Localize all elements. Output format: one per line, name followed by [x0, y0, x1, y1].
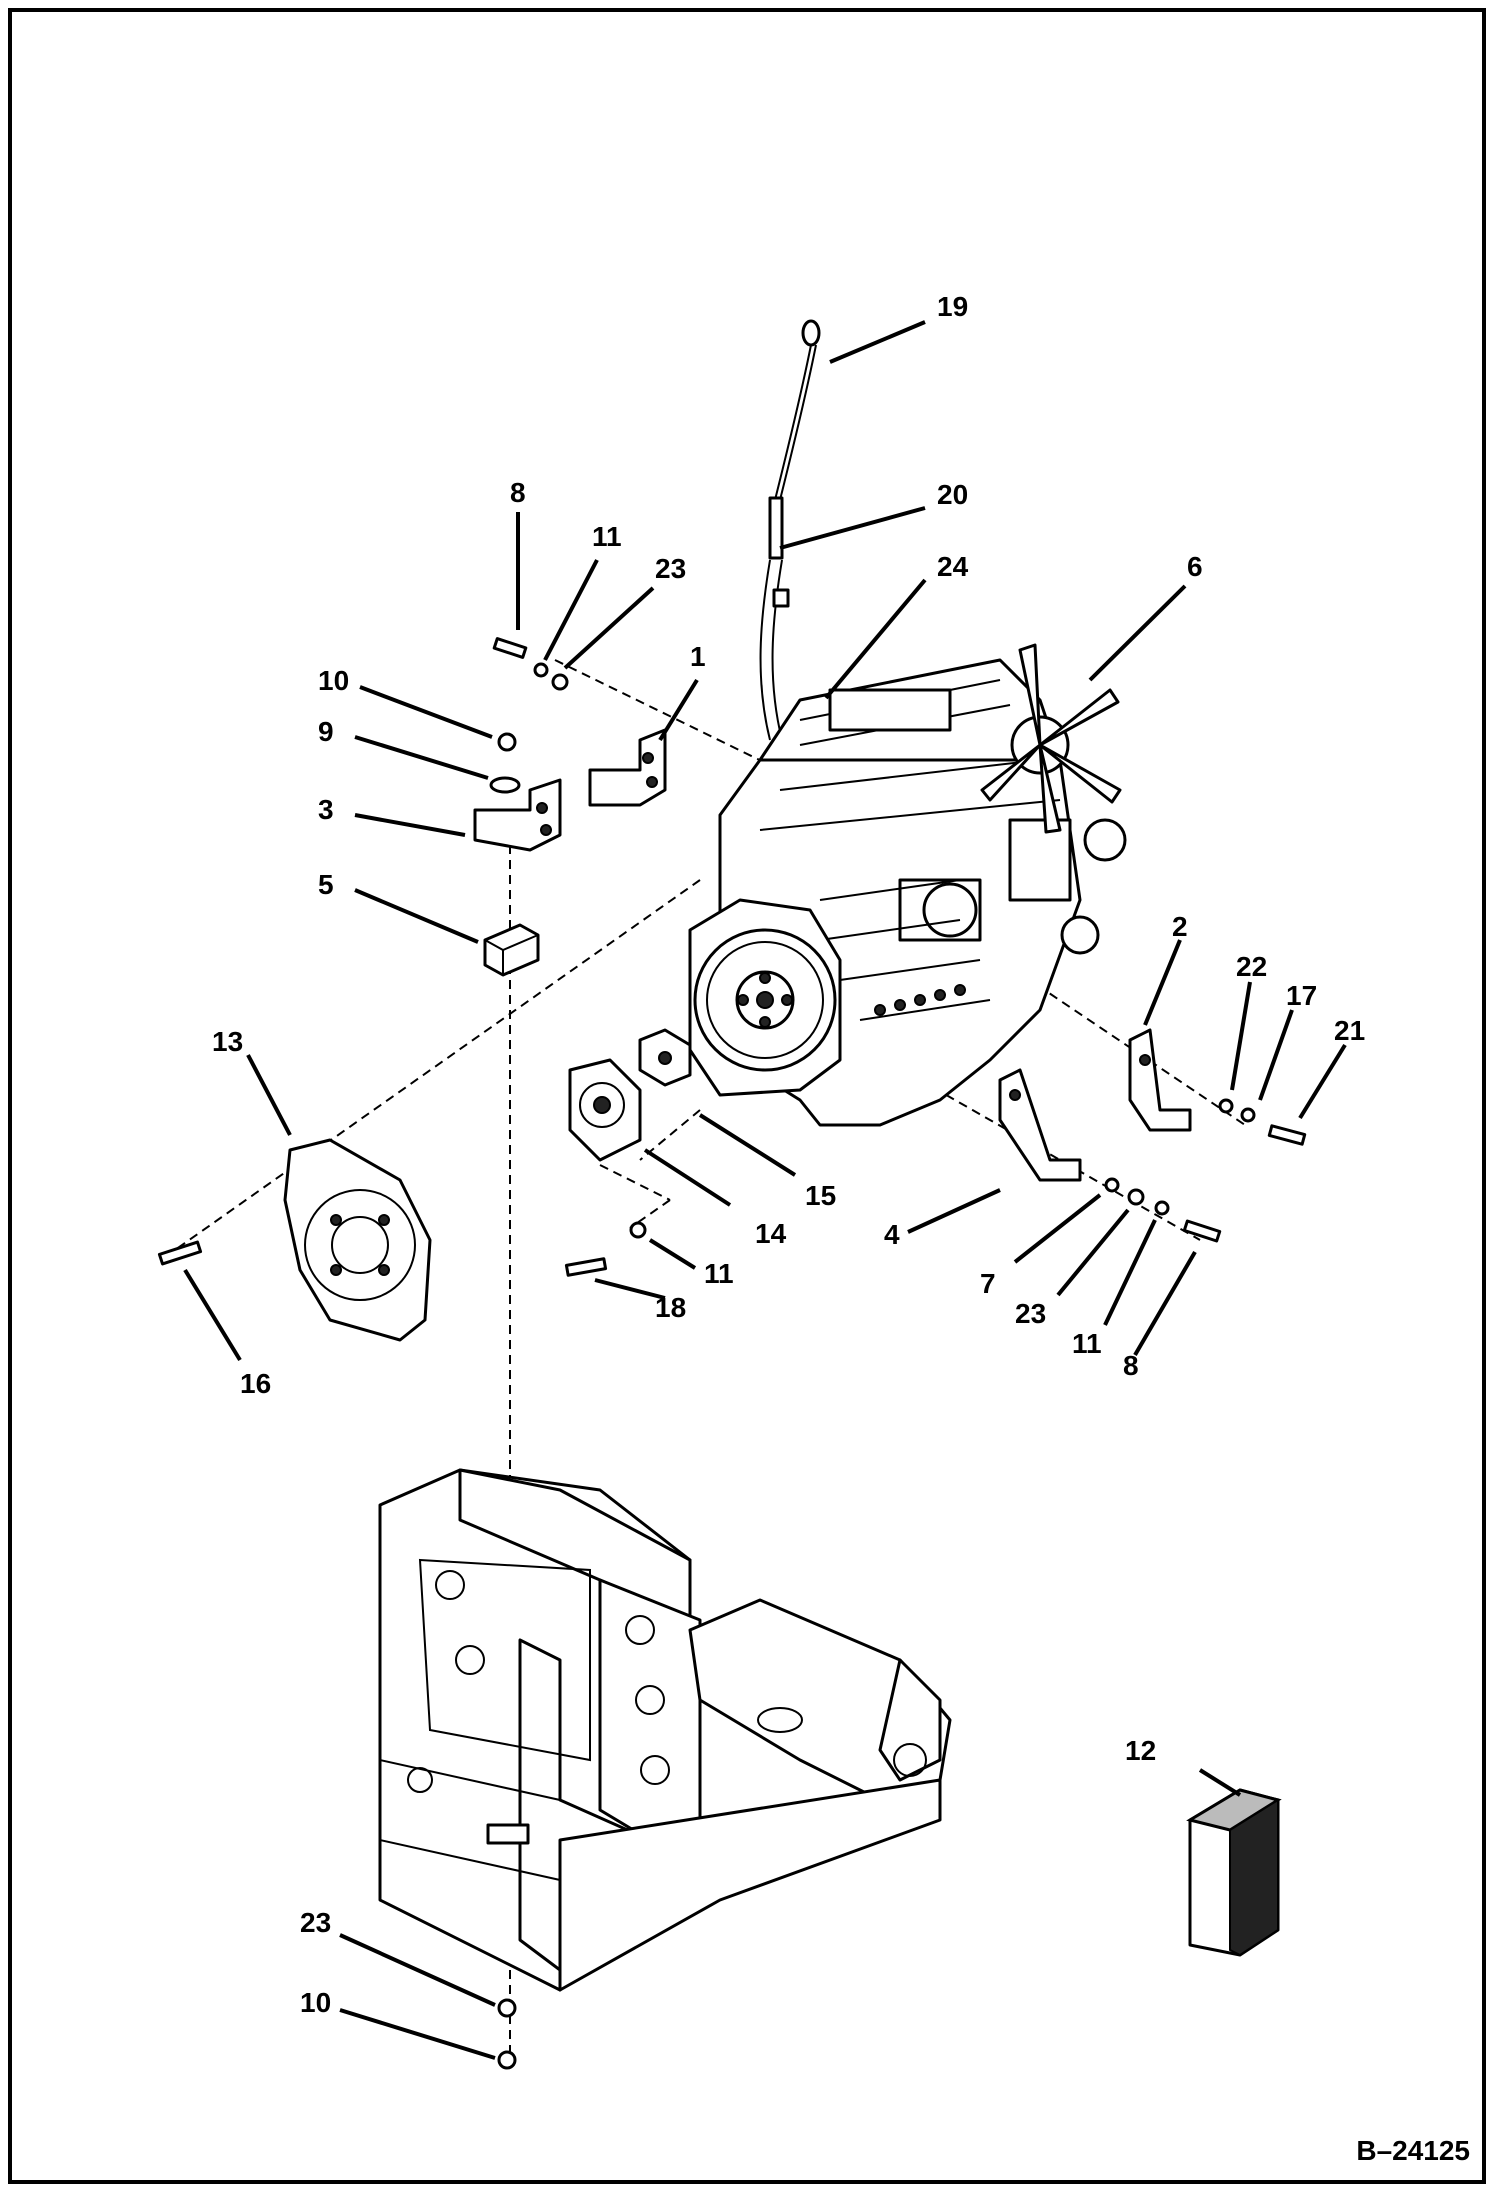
callout-2: 2: [1172, 911, 1188, 942]
fasteners-top: [492, 637, 569, 691]
callout-16: 16: [240, 1368, 271, 1399]
bracket-3: [473, 778, 562, 852]
callout-9: 9: [318, 716, 334, 747]
dipstick-guide-tube: [759, 496, 790, 741]
bell-housing-13: [283, 1138, 432, 1342]
callout-10-top: 10: [318, 665, 349, 696]
coupler-14: [568, 1058, 642, 1162]
washer-11b: [629, 1221, 647, 1239]
callout-3: 3: [318, 794, 334, 825]
callout-11-mid: 11: [704, 1258, 734, 1289]
washer-23c: [497, 1998, 517, 2018]
callout-7: 7: [980, 1268, 996, 1299]
bracket-1: [588, 728, 667, 807]
coupler-insert-15: [638, 1028, 692, 1087]
callout-21: 21: [1334, 1015, 1365, 1046]
machine-frame: [378, 1468, 952, 1992]
engine: [688, 658, 1127, 1127]
callout-17: 17: [1286, 980, 1317, 1011]
isolator-5: [483, 923, 540, 977]
callout-11-top: 11: [592, 521, 622, 552]
callout-4: 4: [884, 1219, 900, 1250]
fasteners-lower-right: [1104, 1177, 1222, 1243]
callout-14: 14: [755, 1218, 787, 1249]
bolt-18: [564, 1257, 608, 1277]
drawing-border: [8, 8, 1486, 2184]
callout-24: 24: [937, 551, 969, 582]
callout-5: 5: [318, 869, 334, 900]
callout-20: 20: [937, 479, 968, 510]
washer-9: [489, 776, 521, 794]
nut-10b: [497, 2050, 517, 2070]
callout-1: 1: [690, 641, 706, 672]
fasteners-right: [1218, 1098, 1307, 1146]
dipstick: [774, 319, 821, 501]
callout-22: 22: [1236, 951, 1267, 982]
callout-13: 13: [212, 1026, 243, 1057]
callout-labels: 19 20 24 6 8 11 23 1 10 9 3 5 13 16 14 1…: [212, 291, 1365, 2018]
callout-15: 15: [805, 1180, 836, 1211]
callout-8-right: 8: [1123, 1350, 1139, 1381]
callout-10-bottom: 10: [300, 1987, 331, 2018]
parts-kit-12: [1186, 1788, 1282, 1957]
bracket-4: [998, 1068, 1082, 1182]
leader-lines: [183, 320, 1347, 2060]
callout-23-top: 23: [655, 553, 686, 584]
drawing-number: B–24125: [1356, 2135, 1470, 2166]
bracket-2: [1128, 1028, 1192, 1132]
callout-6: 6: [1187, 551, 1203, 582]
callout-12: 12: [1125, 1735, 1156, 1766]
callout-23-bottom: 23: [300, 1907, 331, 1938]
fan: [980, 643, 1122, 834]
bolt-16: [157, 1240, 203, 1266]
callout-19: 19: [937, 291, 968, 322]
callout-8-top: 8: [510, 477, 526, 508]
nut-10a: [497, 732, 517, 752]
callout-18: 18: [655, 1292, 686, 1323]
callout-11-right: 11: [1072, 1328, 1102, 1359]
callout-23-right: 23: [1015, 1298, 1046, 1329]
